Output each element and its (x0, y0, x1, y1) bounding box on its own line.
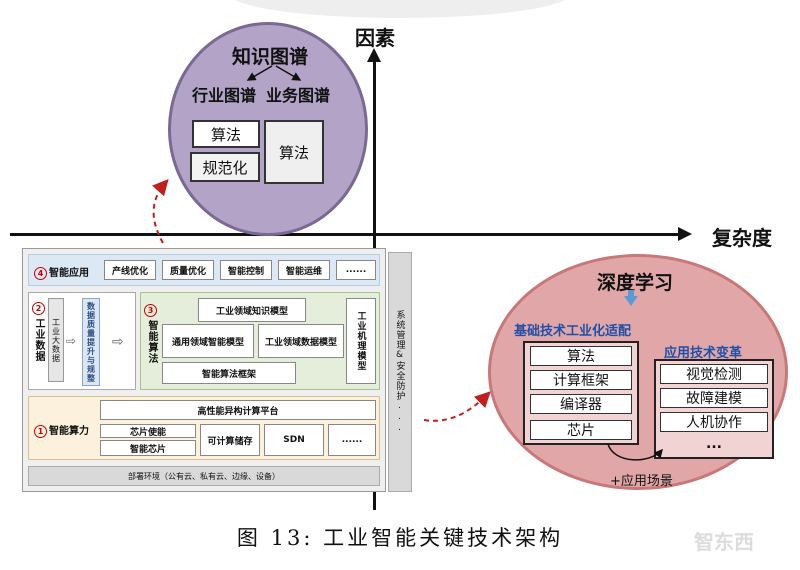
algo-section-number-wrap: 3 (144, 304, 159, 317)
data-section-label: 工业数据 (33, 318, 44, 362)
algo-section-label: 智能算法 (146, 320, 157, 364)
algorithm-framework: 智能算法框架 (162, 362, 296, 384)
dl-compute-framework: 计算框架 (530, 370, 632, 390)
system-management-security: 系统管理&安全防护... (388, 252, 412, 492)
down-arrow-stem (628, 290, 634, 297)
vertical-axis-label: 因素 (355, 26, 395, 50)
knowledge-graph-split-arrows (246, 65, 302, 81)
horizontal-axis-arrow (678, 227, 692, 241)
top-decoration (230, 0, 570, 18)
deep-learning-title: 深度学习 (597, 272, 674, 294)
app-section-number: 4 (34, 267, 47, 280)
knowledge-graph-title: 知识图谱 (231, 46, 308, 68)
industrial-data-model: 工业领域数据模型 (258, 324, 344, 358)
industrial-mechanism-model: 工业机理模型 (346, 298, 376, 384)
application-scenario-label: +应用场景 (610, 474, 673, 489)
fault-modeling: 故障建模 (660, 388, 768, 408)
horizontal-axis (10, 233, 680, 236)
industry-graph-label: 行业图谱 (192, 86, 257, 105)
industrial-knowledge-model: 工业领域知识模型 (198, 298, 306, 322)
dl-algorithm: 算法 (530, 346, 632, 366)
kg-algorithm-right: 算法 (264, 120, 324, 184)
compute-more: ...... (328, 424, 376, 456)
deployment-environment: 部署环境（公有云、私有云、边缘、设备） (28, 466, 380, 486)
app-item-production: 产线优化 (104, 260, 156, 280)
chip-enablement: 芯片使能 (100, 424, 196, 438)
smart-chip: 智能芯片 (100, 440, 196, 456)
application-tech-change-label: 应用技术变革 (664, 346, 743, 361)
business-graph-label: 业务图谱 (266, 86, 331, 105)
vertical-axis-arrow (367, 48, 381, 62)
algo-section-number: 3 (144, 304, 157, 317)
compute-section-text: 智能算力 (49, 426, 89, 437)
app-item-control: 智能控制 (220, 260, 272, 280)
kg-normalization: 规范化 (190, 152, 260, 182)
app-more: ... (706, 436, 722, 452)
sdn: SDN (264, 424, 324, 456)
down-arrow-icon (624, 296, 638, 306)
general-intelligent-model: 通用领域智能模型 (162, 324, 254, 358)
watermark-logo: 智东西 (694, 530, 754, 554)
horizontal-axis-label: 复杂度 (712, 226, 772, 250)
basic-tech-adaptation-label: 基础技术工业化适配 (514, 324, 632, 339)
app-item-operations: 智能运维 (278, 260, 330, 280)
visual-inspection: 视觉检测 (660, 364, 768, 384)
app-item-more: ...... (336, 260, 376, 280)
data-quality-box: 数据质量提升与规整 (82, 298, 100, 386)
data-arrow-icon: ⇨ (66, 334, 77, 348)
app-item-quality: 质量优化 (162, 260, 214, 280)
figure-caption: 图 13: 工业智能关键技术架构 (236, 526, 564, 550)
scenario-curve-arrow (607, 443, 663, 461)
human-machine-collaboration: 人机协作 (660, 412, 768, 432)
app-section-text: 智能应用 (49, 268, 89, 279)
computable-storage: 可计算储存 (200, 424, 260, 456)
data-section-number: 2 (32, 302, 45, 315)
data-section-number-wrap: 2 (32, 302, 45, 315)
kg-algorithm-left: 算法 (192, 120, 260, 148)
industrial-big-data: 工业大数据 (48, 298, 64, 382)
compute-section-number: 1 (34, 425, 47, 438)
dl-compiler: 编译器 (530, 394, 632, 414)
data-to-algo-arrow-icon: ⇨ (112, 334, 124, 350)
dl-chip: 芯片 (530, 420, 632, 440)
heterogeneous-compute-platform: 高性能异构计算平台 (100, 400, 376, 420)
